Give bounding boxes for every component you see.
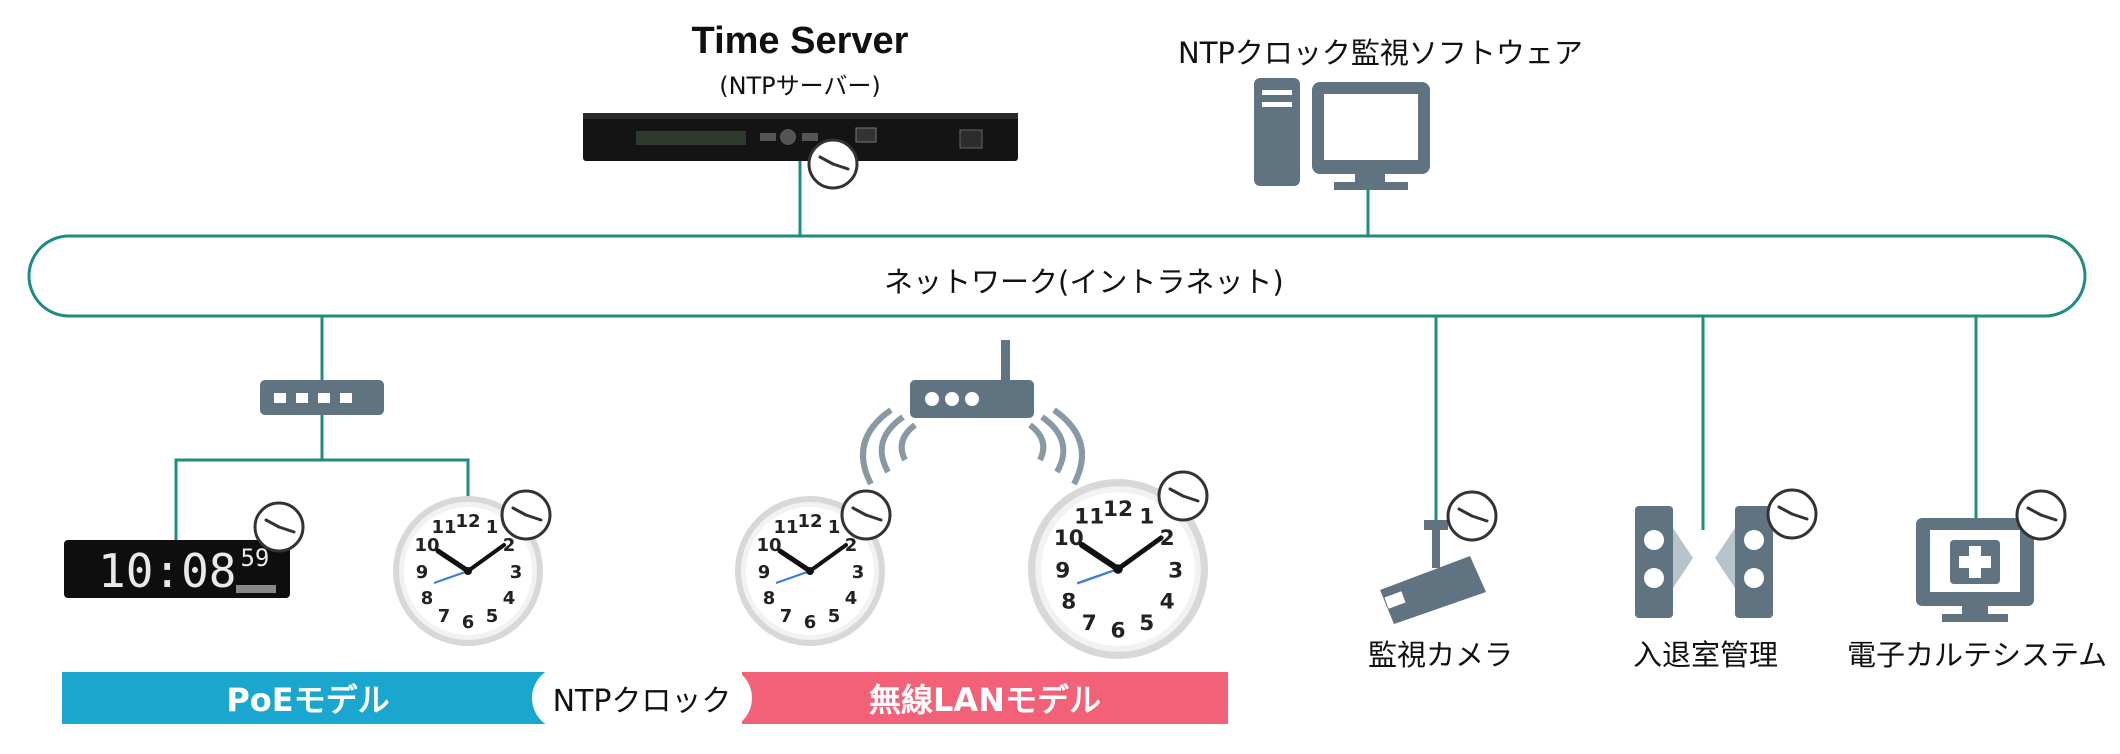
- wireless-router-icon: [860, 340, 1085, 486]
- digital-seconds: 59: [240, 544, 270, 572]
- emr-label: 電子カルテシステム: [1847, 638, 2108, 672]
- monitor-software-label: NTPクロック監視ソフトウェア: [1178, 36, 1583, 70]
- ntp-clock-label-pill: NTPクロック: [532, 666, 752, 730]
- switch-hub-icon: [260, 380, 384, 415]
- camera-badge-icon: [1446, 490, 1498, 542]
- network-intranet: [27, 234, 2087, 318]
- access-badge-icon: [1766, 488, 1818, 540]
- server-title: Time Server: [691, 20, 909, 62]
- access-gate-icon: [1635, 506, 1773, 618]
- ntp-clock-label: NTPクロック: [552, 684, 732, 719]
- wireless-model-bar: 無線LANモデル: [742, 672, 1228, 724]
- wireless-small-badge-icon: [840, 489, 892, 541]
- digital-clock-device: [64, 540, 290, 598]
- time-server-device: [583, 113, 1018, 161]
- server-subtitle: (NTPサーバー): [719, 72, 881, 100]
- digital-time: 10:08: [98, 544, 237, 598]
- poe-model-bar: PoEモデル: [62, 672, 554, 724]
- computer-icon: [1254, 78, 1430, 190]
- connection-lines: [174, 160, 1978, 540]
- access-label: 入退室管理: [1633, 638, 1779, 672]
- wireless-model-label: 無線LANモデル: [869, 681, 1101, 719]
- network-label: ネットワーク(イントラネット): [884, 265, 1284, 299]
- security-camera-icon: [1380, 520, 1486, 624]
- poe-clock-badge-icon: [500, 489, 552, 541]
- camera-label: 監視カメラ: [1368, 638, 1514, 672]
- emr-badge-icon: [2015, 489, 2067, 541]
- server-clock-icon: [807, 138, 859, 190]
- emr-monitor-icon: [1916, 518, 2034, 622]
- poe-model-label: PoEモデル: [226, 681, 390, 719]
- wireless-large-badge-icon: [1157, 470, 1209, 522]
